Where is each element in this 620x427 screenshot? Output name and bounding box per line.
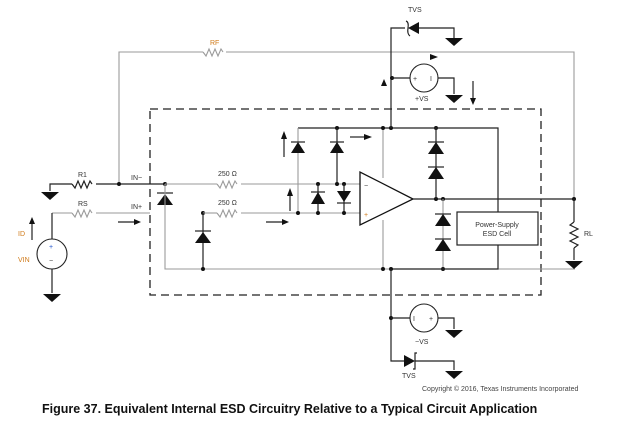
load-network: RL bbox=[565, 199, 593, 269]
vs-pos-plus: + bbox=[413, 76, 417, 83]
arrow-right-icon bbox=[134, 219, 141, 225]
opamp-diode-network bbox=[281, 126, 387, 215]
vs-neg-i: I bbox=[413, 316, 415, 323]
vs-neg-plus: + bbox=[429, 316, 433, 323]
opamp: − + bbox=[359, 128, 415, 269]
inverting-input-network: R1 IN− bbox=[41, 172, 165, 200]
negative-supply: I + −VS TVS bbox=[389, 269, 463, 380]
output-network: Power-Supply ESD Cell bbox=[381, 126, 576, 271]
power-supply-esd-cell bbox=[456, 211, 539, 246]
rs-label: RS bbox=[78, 201, 88, 208]
esd-circuit-diagram: RF R1 IN− + − ID VIN RS IN+ bbox=[18, 7, 593, 393]
vs-pos-i: I bbox=[430, 76, 432, 83]
ground-icon bbox=[445, 330, 463, 338]
opamp-triangle-icon bbox=[359, 170, 415, 227]
vin-label: VIN bbox=[18, 257, 30, 264]
arrow-right-icon bbox=[430, 54, 438, 60]
arrow-right-icon bbox=[364, 134, 372, 140]
vin-plus-label: + bbox=[49, 244, 53, 251]
tvs-top-label: TVS bbox=[408, 7, 422, 14]
id-label: ID bbox=[18, 231, 25, 238]
rf-label: RF bbox=[210, 40, 219, 47]
diode-icon bbox=[337, 191, 351, 202]
arrow-right-icon bbox=[282, 219, 289, 225]
diode-icon bbox=[330, 142, 344, 153]
ground-icon bbox=[43, 294, 61, 302]
arrow-up-icon bbox=[381, 79, 387, 86]
ground-icon bbox=[445, 95, 463, 103]
diode-icon bbox=[428, 142, 444, 154]
in-minus-label: IN− bbox=[131, 175, 142, 182]
esd-cell-line1: Power-Supply bbox=[475, 222, 519, 229]
diode-icon bbox=[428, 167, 444, 179]
opamp-minus-label: − bbox=[364, 183, 368, 190]
copyright-text: Copyright © 2016, Texas Instruments Inco… bbox=[422, 385, 578, 393]
tvs-bottom-label: TVS bbox=[402, 373, 416, 380]
arrow-up-icon bbox=[29, 217, 35, 224]
tvs-diode-icon bbox=[404, 355, 415, 367]
diode-icon bbox=[311, 192, 325, 204]
ground-icon bbox=[41, 192, 59, 200]
ri-top-label: 250 Ω bbox=[218, 171, 237, 178]
positive-supply: TVS + I +VS bbox=[381, 7, 476, 128]
arrow-up-icon bbox=[281, 131, 287, 139]
source-network: + − ID VIN RS IN+ bbox=[18, 201, 150, 302]
tvs-diode-icon bbox=[408, 22, 419, 34]
esd-cell-line2: ESD Cell bbox=[483, 231, 512, 238]
ground-icon bbox=[445, 371, 463, 379]
arrow-up-icon bbox=[287, 188, 293, 196]
figure-caption: Figure 37. Equivalent Internal ESD Circu… bbox=[42, 402, 538, 416]
ground-icon bbox=[565, 261, 583, 269]
vin-minus-label: − bbox=[49, 258, 53, 265]
opamp-plus-label: + bbox=[364, 212, 368, 219]
diode-icon bbox=[195, 232, 211, 243]
r1-label: R1 bbox=[78, 172, 87, 179]
in-plus-label: IN+ bbox=[131, 204, 142, 211]
vs-pos-label: +VS bbox=[415, 96, 429, 103]
device-boundary bbox=[149, 108, 542, 296]
input-protection: 250 Ω 250 Ω bbox=[157, 171, 575, 271]
ri-bottom-label: 250 Ω bbox=[218, 200, 237, 207]
diode-icon bbox=[435, 214, 451, 226]
diode-icon bbox=[291, 142, 305, 153]
rl-label: RL bbox=[584, 231, 593, 238]
arrow-down-icon bbox=[470, 98, 476, 105]
vs-neg-label: −VS bbox=[415, 339, 429, 346]
diode-icon bbox=[435, 239, 451, 251]
ground-icon bbox=[445, 38, 463, 46]
feedback-network: RF bbox=[118, 40, 575, 199]
